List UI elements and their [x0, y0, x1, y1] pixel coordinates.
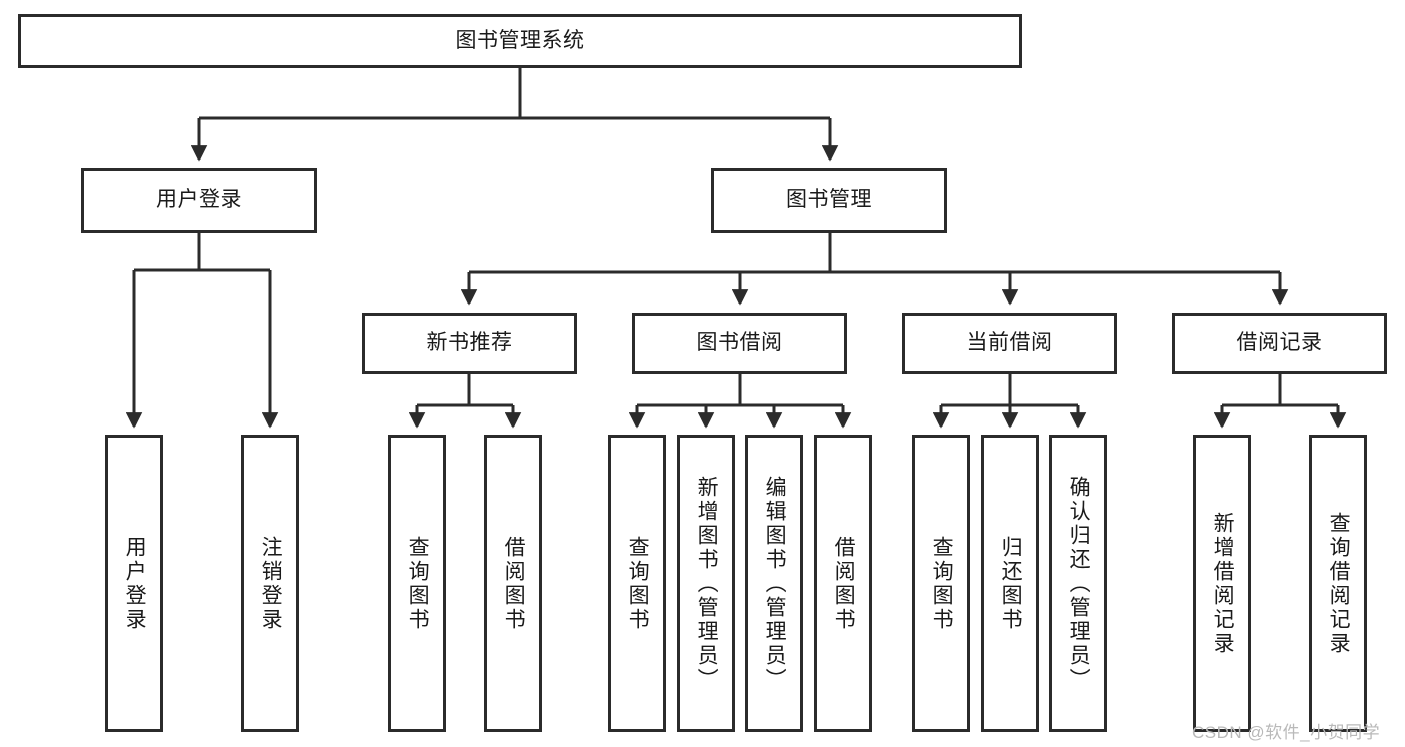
leaf-return-book[interactable]: 归还图书	[981, 435, 1039, 732]
leaf-edit-book-admin[interactable]: 编辑图书（管理员）	[745, 435, 803, 732]
node-user-login[interactable]: 用户登录	[81, 168, 317, 233]
leaf-borrow-book-label: 借阅图书	[832, 535, 856, 632]
leaf-query-book-label: 查询图书	[626, 535, 650, 632]
node-book-management[interactable]: 图书管理	[711, 168, 947, 233]
leaf-query-book-recommend[interactable]: 查询图书	[388, 435, 446, 732]
leaf-user-login-label: 用户登录	[123, 535, 147, 632]
leaf-user-login[interactable]: 用户登录	[105, 435, 163, 732]
node-borrow-record[interactable]: 借阅记录	[1172, 313, 1387, 374]
leaf-add-book-admin[interactable]: 新增图书（管理员）	[677, 435, 735, 732]
node-current-borrow[interactable]: 当前借阅	[902, 313, 1117, 374]
leaf-confirm-return-admin[interactable]: 确认归还（管理员）	[1049, 435, 1107, 732]
leaf-query-borrow-record-label: 查询借阅记录	[1327, 511, 1351, 656]
leaf-query-book-recommend-label: 查询图书	[406, 535, 430, 632]
node-root[interactable]: 图书管理系统	[18, 14, 1022, 68]
leaf-query-borrow-record[interactable]: 查询借阅记录	[1309, 435, 1367, 732]
node-user-login-label: 用户登录	[156, 188, 242, 212]
watermark: CSDN @软件_小贺同学	[1192, 723, 1381, 742]
node-current-borrow-label: 当前借阅	[966, 331, 1053, 355]
leaf-confirm-return-admin-label: 确认归还（管理员）	[1067, 475, 1091, 692]
leaf-add-book-admin-label: 新增图书（管理员）	[695, 475, 719, 692]
leaf-add-borrow-record[interactable]: 新增借阅记录	[1193, 435, 1251, 732]
node-root-label: 图书管理系统	[455, 28, 585, 52]
leaf-logout[interactable]: 注销登录	[241, 435, 299, 732]
leaf-query-book-current[interactable]: 查询图书	[912, 435, 970, 732]
node-new-book-recommend-label: 新书推荐	[426, 331, 513, 355]
leaf-borrow-book-recommend[interactable]: 借阅图书	[484, 435, 542, 732]
leaf-logout-label: 注销登录	[259, 535, 283, 632]
node-new-book-recommend[interactable]: 新书推荐	[362, 313, 577, 374]
leaf-query-book[interactable]: 查询图书	[608, 435, 666, 732]
leaf-edit-book-admin-label: 编辑图书（管理员）	[763, 475, 787, 692]
node-book-management-label: 图书管理	[786, 188, 872, 212]
leaf-borrow-book-recommend-label: 借阅图书	[502, 535, 526, 632]
leaf-borrow-book[interactable]: 借阅图书	[814, 435, 872, 732]
leaf-add-borrow-record-label: 新增借阅记录	[1211, 511, 1235, 656]
leaf-query-book-current-label: 查询图书	[930, 535, 954, 632]
node-borrow-record-label: 借阅记录	[1236, 331, 1323, 355]
leaf-return-book-label: 归还图书	[999, 535, 1023, 632]
node-book-borrow-label: 图书借阅	[696, 331, 783, 355]
node-book-borrow[interactable]: 图书借阅	[632, 313, 847, 374]
